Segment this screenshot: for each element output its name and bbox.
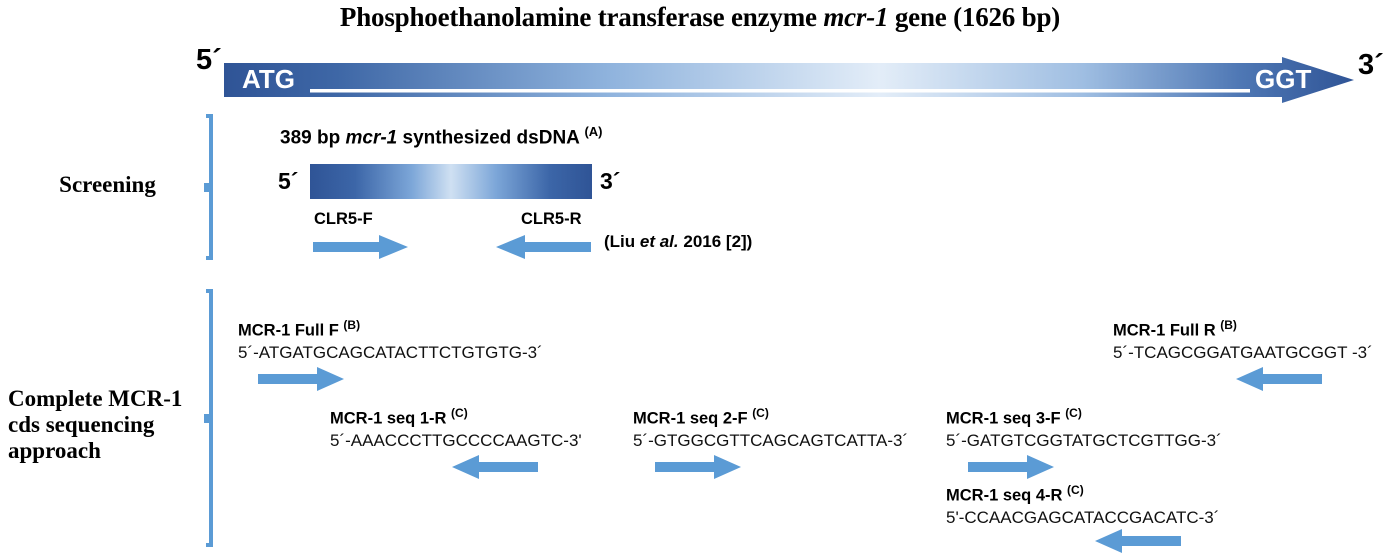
bracket-cap-top	[206, 289, 213, 293]
title-prefix: Phosphoethanolamine transferase enzyme	[339, 2, 824, 32]
sequencing-label-line1: Complete MCR-1	[8, 386, 183, 411]
title-suffix: gene (1626 bp)	[888, 2, 1061, 32]
citation-liu-2016: (Liu et al. 2016 [2])	[604, 232, 752, 252]
gene-bar-row: 5´ 3´	[0, 46, 1400, 104]
gene-three-prime-label: 3´	[1358, 49, 1384, 81]
dsdna-gradient-bar	[310, 164, 592, 199]
primer-name-superscript: (B)	[343, 318, 361, 332]
primer-arrow-clr5-f	[313, 233, 408, 261]
dsdna-three-prime-label: 3´	[600, 168, 621, 194]
stop-codon-label: GGT	[1255, 64, 1312, 94]
primer-name-text: MCR-1 seq 1-R	[330, 409, 452, 428]
citation-et-al: et al.	[639, 232, 679, 251]
page-title: Phosphoethanolamine transferase enzyme m…	[0, 2, 1400, 33]
primer-name-superscript: (C)	[752, 406, 769, 420]
primer-label-mcr1-seq-1r: MCR-1 seq 1-R (C)	[330, 406, 468, 429]
primer-sequence-mcr1-full-r: 5´-TCAGCGGATGAATGCGGT -3´	[1113, 343, 1373, 362]
primer-sequence-mcr1-full-f: 5´-ATGATGCAGCATACTTCTGTGTG-3´	[238, 343, 543, 362]
bracket-cap-bottom	[206, 256, 213, 260]
primer-name-text: MCR-1 Full F	[238, 321, 344, 340]
primer-name-text: CLR5-F	[314, 210, 373, 228]
bracket-tick	[204, 183, 210, 192]
dsdna-title: 389 bp mcr-1 synthesized dsDNA (A)	[280, 124, 603, 149]
primer-arrow-mcr1-seq-1r	[452, 454, 538, 480]
primer-sequence-mcr1-seq-4r: 5'-CCAACGAGCATACCGACATC-3´	[946, 508, 1220, 527]
primer-name-superscript: (C)	[451, 406, 468, 420]
primer-sequence-mcr1-seq-1r: 5´-AAACCCTTGCCCCAAGTC-3'	[330, 431, 582, 450]
screening-bracket	[202, 114, 216, 260]
citation-rest: 2016 [2])	[678, 232, 753, 251]
primer-sequence-mcr1-seq-2f: 5´-GTGGCGTTCAGCAGTCATTA-3´	[633, 431, 909, 450]
dsdna-five-prime-label: 5´	[278, 168, 299, 194]
primer-arrow-mcr1-seq-4r	[1095, 528, 1181, 554]
primer-label-mcr1-full-r: MCR-1 Full R (B)	[1113, 318, 1237, 341]
primer-arrow-mcr1-full-f	[258, 366, 344, 392]
dsdna-title-gene: mcr-1	[345, 127, 398, 149]
dsdna-title-superscript: (A)	[584, 124, 603, 139]
gene-arrow-shape	[224, 57, 1354, 103]
primer-label-mcr1-full-f: MCR-1 Full F (B)	[238, 318, 360, 341]
primer-name-text: MCR-1 seq 3-F	[946, 409, 1066, 428]
bracket-tick	[204, 414, 210, 423]
primer-name-superscript: (B)	[1220, 318, 1237, 332]
primer-name-text: MCR-1 Full R	[1113, 321, 1221, 340]
dsdna-title-prefix: 389 bp	[280, 127, 346, 149]
primer-arrow-clr5-r	[496, 233, 591, 261]
primer-label-mcr1-seq-3f: MCR-1 seq 3-F (C)	[946, 406, 1082, 429]
sequencing-label-line2: cds sequencing	[8, 412, 155, 438]
bracket-stem	[209, 114, 213, 260]
bracket-cap-top	[206, 114, 213, 118]
sequencing-label-line3: approach	[8, 438, 101, 464]
primer-arrow-mcr1-seq-3f	[968, 454, 1054, 480]
primer-sequence-mcr1-seq-3f: 5´-GATGTCGGTATGCTCGTTGG-3´	[946, 431, 1222, 450]
start-codon-label: ATG	[242, 64, 295, 94]
title-gene-name: mcr-1	[823, 2, 889, 32]
primer-name-text: CLR5-R	[521, 210, 582, 228]
primer-name-superscript: (C)	[1065, 406, 1082, 420]
primer-label-mcr1-seq-2f: MCR-1 seq 2-F (C)	[633, 406, 769, 429]
section-label-screening: Screening	[59, 172, 156, 197]
bracket-cap-bottom	[206, 543, 213, 547]
gene-five-prime-label: 5´	[196, 44, 222, 76]
primer-arrow-mcr1-full-r	[1236, 366, 1322, 392]
primer-name-text: MCR-1 seq 2-F	[633, 409, 753, 428]
primer-label-clr5-r: CLR5-R	[521, 210, 582, 229]
primer-name-text: MCR-1 seq 4-R	[946, 486, 1068, 505]
sequencing-bracket	[202, 289, 216, 547]
primer-label-clr5-f: CLR5-F	[314, 210, 373, 229]
citation-open: (Liu	[604, 232, 640, 251]
primer-label-mcr1-seq-4r: MCR-1 seq 4-R (C)	[946, 483, 1084, 506]
section-label-sequencing: Complete MCR-1 cds sequencing approach	[8, 386, 188, 465]
primer-name-superscript: (C)	[1067, 483, 1084, 497]
bracket-stem	[209, 289, 213, 547]
primer-arrow-mcr1-seq-2f	[655, 454, 741, 480]
dsdna-title-suffix: synthesized dsDNA	[397, 127, 585, 149]
